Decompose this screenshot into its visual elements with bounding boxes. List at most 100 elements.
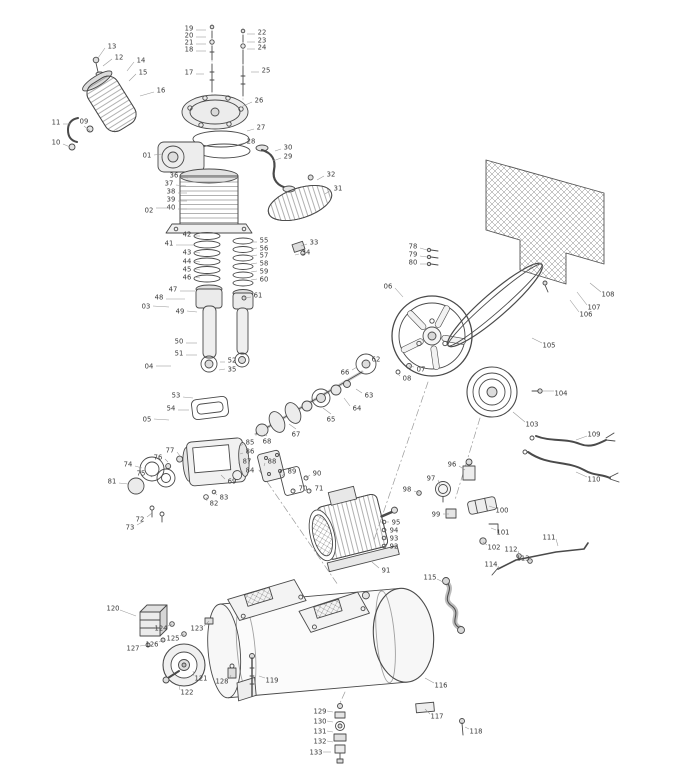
leader-line-103 [512, 411, 526, 423]
part-callout-26: 26 [255, 96, 264, 104]
part-callout-49: 49 [176, 307, 185, 315]
leader-line-43 [193, 251, 201, 254]
part-callout-35: 35 [228, 365, 237, 373]
leader-line-13 [97, 47, 106, 59]
leader-line-35 [218, 368, 226, 371]
part-callout-12: 12 [115, 53, 124, 61]
leader-line-125 [179, 633, 185, 637]
leader-line-116 [424, 677, 435, 684]
leader-line-26 [240, 101, 253, 108]
part-callout-73: 73 [126, 523, 135, 531]
part-callout-114: 114 [485, 560, 498, 568]
part-callout-75: 75 [137, 469, 146, 477]
pressure-switch [139, 604, 214, 648]
leader-line-79 [419, 255, 428, 258]
leader-line-83 [213, 491, 218, 496]
drain-and-stud [227, 653, 255, 697]
part-callout-98: 98 [403, 485, 412, 493]
leader-line-127 [139, 644, 148, 647]
leader-line-121 [192, 670, 195, 677]
leader-line-124 [167, 623, 173, 627]
part-callout-77: 77 [166, 446, 175, 454]
leader-line-57 [250, 254, 258, 257]
part-callout-117: 117 [431, 712, 444, 720]
head-fastener-stacks [209, 24, 246, 97]
motor-pulley [466, 366, 543, 418]
part-callout-64: 64 [353, 404, 362, 412]
part-callout-97: 97 [427, 474, 436, 482]
leader-line-129 [326, 710, 334, 713]
part-callout-50: 50 [175, 337, 184, 345]
part-callout-25: 25 [262, 66, 271, 74]
part-callout-43: 43 [183, 248, 192, 256]
leader-line-90 [305, 474, 311, 479]
leader-line-34 [294, 253, 300, 256]
leader-line-66 [351, 366, 358, 371]
part-callout-79: 79 [409, 250, 418, 258]
air-filter-assembly [67, 56, 137, 151]
part-callout-11: 11 [52, 118, 61, 126]
part-callout-10: 10 [52, 138, 61, 146]
leader-line-32 [316, 175, 325, 181]
part-callout-106: 106 [580, 310, 593, 318]
part-callout-48: 48 [155, 293, 164, 301]
air-tank [207, 579, 435, 702]
part-callout-54: 54 [167, 404, 176, 412]
part-callout-51: 51 [175, 349, 184, 357]
leader-line-31 [324, 189, 332, 195]
part-callout-90: 90 [313, 469, 322, 477]
part-callout-21: 21 [185, 38, 194, 46]
leader-line-91 [371, 561, 380, 569]
part-callout-61: 61 [254, 291, 263, 299]
part-callout-76: 76 [154, 453, 163, 461]
part-callout-69: 69 [228, 477, 237, 485]
leader-line-05 [153, 418, 170, 421]
part-callout-42: 42 [183, 230, 192, 238]
leader-line-58 [250, 262, 258, 265]
part-callout-04: 04 [145, 362, 154, 370]
leader-line-33 [300, 243, 308, 247]
part-callout-107: 107 [588, 303, 601, 311]
gauge-and-check-valve [416, 458, 499, 545]
part-callout-53: 53 [172, 391, 181, 399]
part-callout-109: 109 [588, 430, 601, 438]
part-callout-45: 45 [183, 265, 192, 273]
part-callout-112: 112 [505, 545, 518, 553]
leader-line-69 [220, 474, 226, 480]
part-callout-29: 29 [284, 152, 293, 160]
leader-line-126 [158, 639, 164, 643]
part-callout-02: 02 [145, 206, 154, 214]
part-callout-95: 95 [392, 518, 401, 526]
part-callout-103: 103 [526, 420, 539, 428]
leader-line-15 [128, 73, 137, 82]
crankcase-cover [257, 449, 312, 496]
part-callout-52: 52 [228, 356, 237, 364]
part-callout-03: 03 [142, 302, 151, 310]
part-callout-68: 68 [263, 437, 272, 445]
part-callout-15: 15 [139, 68, 148, 76]
leader-line-108 [589, 282, 602, 293]
leader-line-37 [175, 184, 187, 187]
leader-line-12 [102, 58, 113, 67]
leader-line-111 [555, 538, 559, 547]
leader-line-128 [228, 674, 232, 680]
shaft-seals-bearings [127, 456, 217, 523]
leader-line-27 [246, 128, 255, 132]
part-callout-38: 38 [167, 187, 176, 195]
part-callout-84: 84 [246, 466, 255, 474]
leader-line-117 [424, 708, 431, 715]
leader-line-114 [497, 565, 500, 570]
part-callout-102: 102 [488, 543, 501, 551]
leader-line-53 [182, 396, 194, 399]
part-callout-105: 105 [543, 341, 556, 349]
leader-line-109 [575, 435, 588, 441]
leader-line-03 [152, 305, 170, 308]
leader-line-96 [458, 465, 466, 471]
leader-line-14 [126, 61, 135, 72]
leader-line-97 [437, 479, 441, 487]
part-callout-20: 20 [185, 31, 194, 39]
leader-line-16 [139, 91, 155, 97]
part-callout-22: 22 [258, 28, 267, 36]
part-callout-113: 113 [517, 554, 530, 562]
